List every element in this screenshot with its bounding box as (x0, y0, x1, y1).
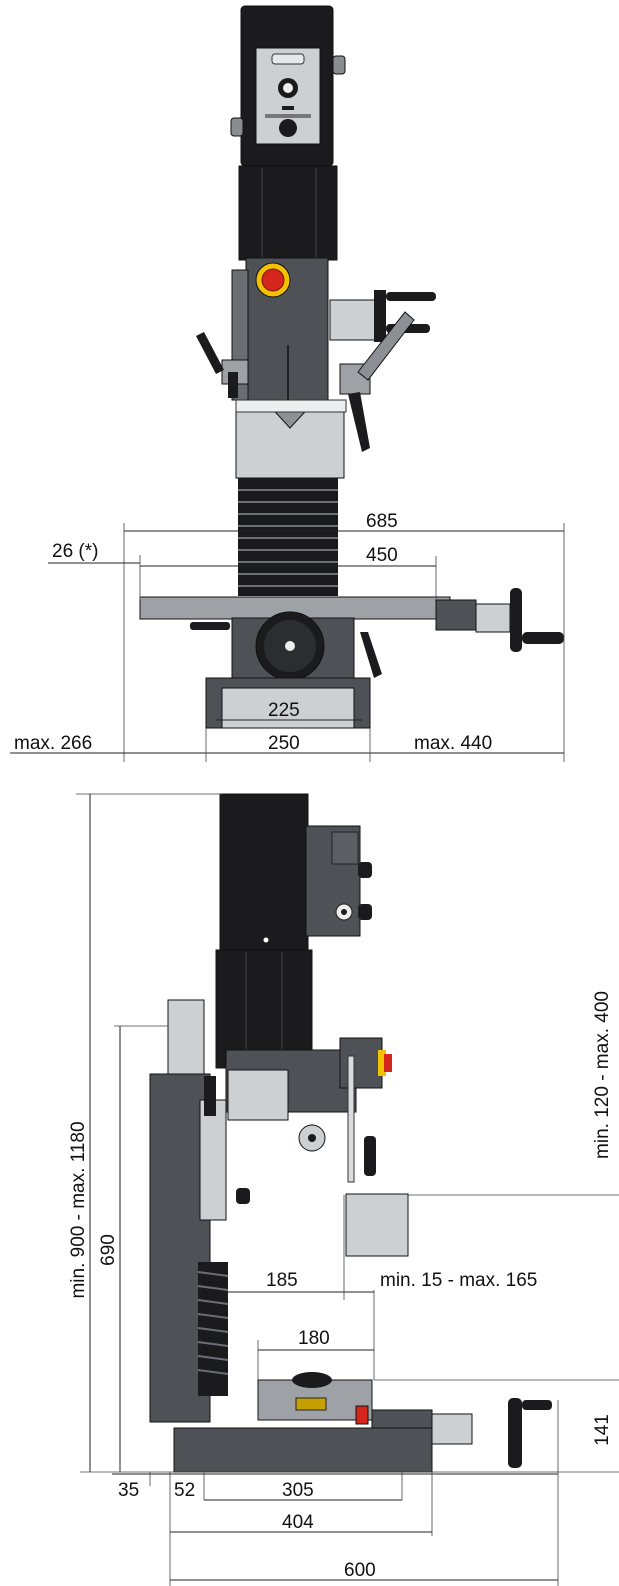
saddle-handwheel-icon (231, 611, 382, 681)
emergency-stop-icon (255, 262, 291, 298)
dim-table-length: 450 (366, 545, 398, 566)
column-bellows (238, 478, 338, 596)
motor-head (230, 5, 346, 167)
dim-left-travel: max. 266 (14, 733, 92, 754)
feed-lever-icon (329, 290, 436, 452)
dim-column-offset: 52 (174, 1480, 195, 1501)
dim-column-height: 690 (98, 1234, 119, 1266)
front-dimension-lines (10, 523, 565, 762)
dim-total-height: min. 900 - max. 1180 (68, 1121, 89, 1298)
dim-overall-width: 685 (366, 511, 398, 532)
emergency-stop-side-icon (378, 1050, 392, 1076)
side-head (225, 1037, 409, 1257)
dim-base-width: 250 (268, 733, 300, 754)
side-table (257, 1372, 552, 1468)
dim-base-depth: 404 (282, 1512, 314, 1533)
dim-right-travel: max. 440 (414, 733, 492, 754)
clamp-lever-icon (196, 332, 249, 398)
dim-foot-offset: 35 (118, 1480, 139, 1501)
dim-throat: 185 (266, 1270, 298, 1291)
work-table (139, 588, 564, 652)
dim-note-offset: 26 (*) (52, 541, 98, 562)
dim-slot-length: 225 (268, 700, 300, 721)
side-dimension-lines (76, 793, 619, 1586)
spindle-guard (235, 399, 347, 479)
dim-quill-range: min. 15 - max. 165 (380, 1270, 537, 1291)
motor-body (238, 165, 338, 261)
dim-table-height: 141 (592, 1414, 613, 1446)
dim-table-width: 180 (298, 1328, 330, 1349)
dim-overall-depth: 600 (344, 1560, 376, 1581)
front-view: 685 26 (*) 450 225 max. 266 250 max. 440 (10, 5, 565, 762)
dim-spindle-range: min. 120 - max. 400 (592, 991, 613, 1159)
side-view: min. 900 - max. 1180 690 min. 120 - max.… (68, 793, 619, 1586)
side-column (149, 999, 229, 1423)
side-motor (215, 793, 372, 1069)
dim-base-mount: 305 (282, 1480, 314, 1501)
side-base (173, 1427, 433, 1473)
